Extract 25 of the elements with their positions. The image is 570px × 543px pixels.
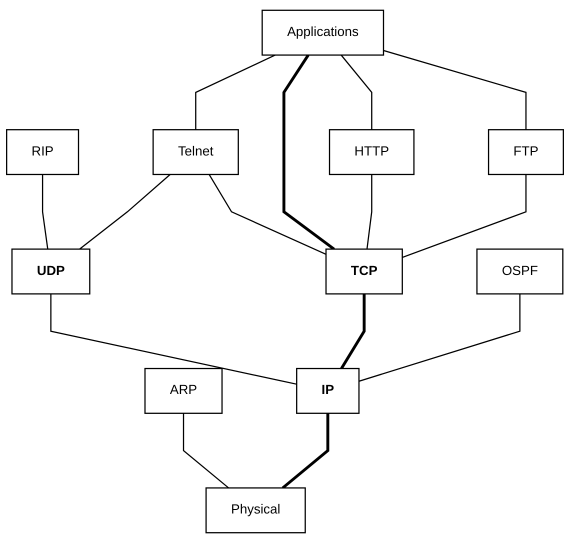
- connector: [340, 54, 372, 130]
- connector: [182, 413, 229, 488]
- connector: [208, 174, 326, 255]
- node-box: HTTP: [328, 129, 415, 176]
- connector: [50, 294, 297, 385]
- connector: [402, 174, 527, 258]
- connector: [383, 50, 527, 130]
- node-box: TCP: [325, 248, 403, 295]
- node-box: Telnet: [152, 129, 239, 176]
- connector: [340, 294, 366, 370]
- node-box: Applications: [262, 10, 384, 56]
- node-box: OSPF: [476, 248, 564, 295]
- node-box: ARP: [144, 368, 223, 414]
- connector: [282, 54, 335, 250]
- connector: [195, 54, 276, 130]
- node-box: FTP: [488, 129, 564, 176]
- node-box: Physical: [205, 487, 306, 534]
- connector: [366, 174, 372, 250]
- connector: [282, 413, 330, 490]
- node-box: IP: [296, 368, 360, 414]
- connector: [358, 294, 520, 382]
- node-box: RIP: [6, 129, 80, 176]
- node-box: UDP: [11, 248, 90, 295]
- connector: [42, 174, 48, 250]
- connector: [79, 174, 171, 250]
